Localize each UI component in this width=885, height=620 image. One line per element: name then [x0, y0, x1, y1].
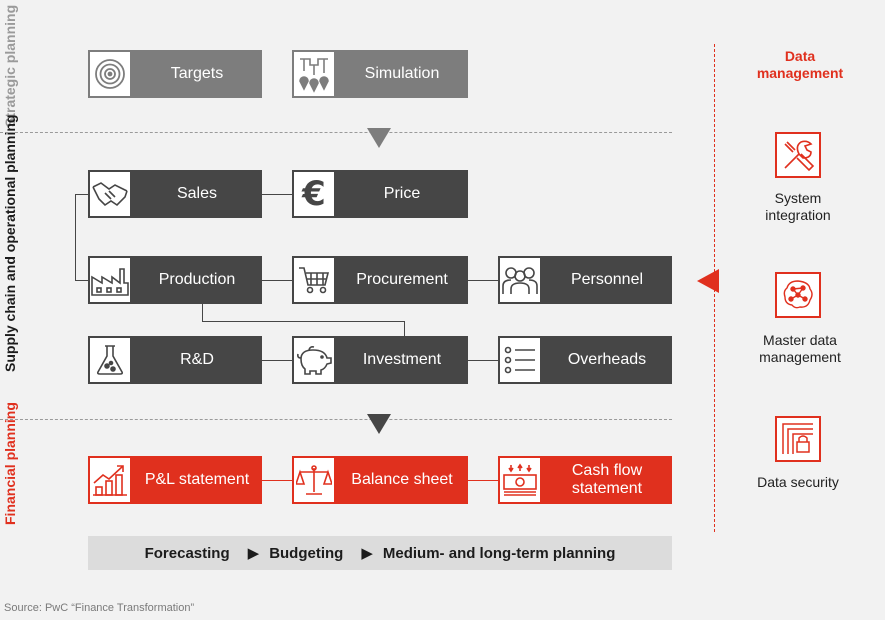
data-management-title: Data management	[756, 48, 844, 81]
production-label: Production	[132, 256, 262, 304]
process-arrow-2-icon: ▶	[361, 545, 373, 562]
euro-icon: €	[292, 170, 336, 218]
system-integration-label: System integration	[765, 190, 831, 223]
connector-production-down	[202, 304, 203, 322]
process-arrow-1-icon: ▶	[247, 545, 260, 562]
list-icon	[498, 336, 542, 384]
scale-icon	[292, 456, 336, 504]
process-step-forecasting: Forecasting	[144, 544, 230, 562]
connector-balance-cash	[468, 480, 498, 481]
connector-rd-investment	[262, 360, 292, 361]
flow-arrow-1-icon	[367, 128, 391, 148]
simulation-label: Simulation	[336, 50, 468, 98]
tools-icon	[775, 132, 821, 178]
price-box[interactable]: € Price	[292, 170, 468, 218]
connector-left-top	[75, 194, 88, 195]
pl-statement-label: P&L statement	[132, 456, 262, 504]
handshake-icon	[88, 170, 132, 218]
rd-box[interactable]: R&D	[88, 336, 262, 384]
cash-flow-label: Cash flow statement	[542, 456, 672, 504]
overheads-box[interactable]: Overheads	[498, 336, 672, 384]
connector-sales-price	[262, 194, 292, 195]
price-label: Price	[336, 170, 468, 218]
pl-statement-box[interactable]: P&L statement	[88, 456, 262, 504]
sales-label: Sales	[132, 170, 262, 218]
connector-production-investment	[202, 321, 405, 322]
section-label-financial: Financial planning	[2, 402, 18, 525]
section-label-strategic: Strategic planning	[2, 4, 18, 127]
planning-process-bar: Forecasting ▶ Budgeting ▶ Medium- and lo…	[88, 536, 672, 570]
divider-bottom	[0, 419, 672, 420]
investment-label: Investment	[336, 336, 468, 384]
factory-icon	[88, 256, 132, 304]
balance-sheet-box[interactable]: Balance sheet	[292, 456, 468, 504]
piggy-bank-icon	[292, 336, 336, 384]
cash-icon	[498, 456, 542, 504]
simulation-icon	[292, 50, 336, 98]
production-box[interactable]: Production	[88, 256, 262, 304]
investment-box[interactable]: Investment	[292, 336, 468, 384]
rd-label: R&D	[132, 336, 262, 384]
connector-procurement-personnel	[468, 280, 498, 281]
master-data-management-label: Master data management	[759, 332, 841, 365]
connector-production-procurement	[262, 280, 292, 281]
procurement-label: Procurement	[336, 256, 468, 304]
balance-sheet-label: Balance sheet	[336, 456, 468, 504]
data-flow-arrow-icon	[697, 269, 719, 293]
sales-box[interactable]: Sales	[88, 170, 262, 218]
targets-label: Targets	[132, 50, 262, 98]
process-step-budgeting: Budgeting	[269, 544, 344, 562]
data-security-label: Data security	[757, 474, 839, 490]
process-step-long-term: Medium- and long-term planning	[382, 544, 616, 562]
growth-chart-icon	[88, 456, 132, 504]
section-label-supply-chain: Supply chain and operational planning	[2, 114, 18, 372]
target-icon	[88, 50, 132, 98]
simulation-box[interactable]: Simulation	[292, 50, 468, 98]
connector-investment-up	[404, 321, 405, 336]
cash-flow-box[interactable]: Cash flow statement	[498, 456, 672, 504]
divider-top	[0, 132, 672, 133]
network-icon	[775, 272, 821, 318]
cart-icon	[292, 256, 336, 304]
flask-icon	[88, 336, 132, 384]
lock-icon	[775, 416, 821, 462]
people-icon	[498, 256, 542, 304]
personnel-label: Personnel	[542, 256, 672, 304]
targets-box[interactable]: Targets	[88, 50, 262, 98]
procurement-box[interactable]: Procurement	[292, 256, 468, 304]
personnel-box[interactable]: Personnel	[498, 256, 672, 304]
connector-pl-balance	[262, 480, 292, 481]
connector-investment-overheads	[468, 360, 498, 361]
connector-left-bottom	[75, 280, 88, 281]
source-note: Source: PwC “Finance Transformation”	[4, 602, 195, 614]
connector-left-vertical	[75, 194, 76, 280]
overheads-label: Overheads	[542, 336, 672, 384]
flow-arrow-2-icon	[367, 414, 391, 434]
